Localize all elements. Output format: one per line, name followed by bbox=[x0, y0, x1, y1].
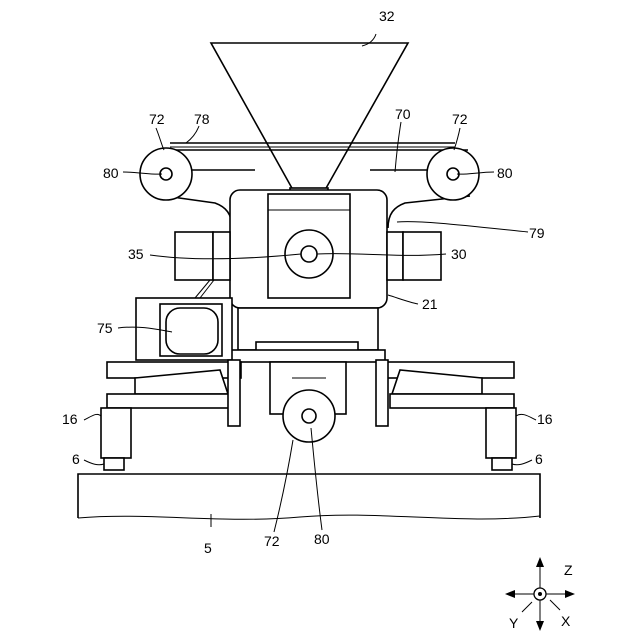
label-16-right: 16 bbox=[537, 411, 553, 427]
label-80-right: 80 bbox=[497, 165, 513, 181]
label-78: 78 bbox=[194, 111, 210, 127]
label-75: 75 bbox=[97, 320, 113, 336]
axis-label-z: Z bbox=[564, 562, 573, 578]
motor bbox=[136, 280, 232, 360]
label-72-right: 72 bbox=[452, 111, 468, 127]
label-80-bottom: 80 bbox=[314, 531, 330, 547]
axis-label-y: Y bbox=[509, 615, 519, 631]
leg-left bbox=[101, 408, 131, 470]
label-21: 21 bbox=[422, 296, 438, 312]
hopper bbox=[211, 43, 408, 194]
label-6-left: 6 bbox=[72, 451, 80, 467]
leg-right bbox=[486, 408, 516, 470]
label-72-bottom: 72 bbox=[264, 533, 280, 549]
label-80-left: 80 bbox=[103, 165, 119, 181]
label-5: 5 bbox=[204, 540, 212, 556]
label-32: 32 bbox=[379, 8, 395, 24]
label-30: 30 bbox=[451, 246, 467, 262]
label-35: 35 bbox=[128, 246, 144, 262]
floor bbox=[78, 474, 540, 519]
label-79: 79 bbox=[529, 225, 545, 241]
label-72-left: 72 bbox=[149, 111, 165, 127]
central-body bbox=[175, 190, 441, 308]
label-16-left: 16 bbox=[62, 411, 78, 427]
label-70: 70 bbox=[395, 106, 411, 122]
axis-label-x: X bbox=[561, 613, 571, 629]
bottom-pulley bbox=[283, 390, 335, 442]
label-6-right: 6 bbox=[535, 451, 543, 467]
